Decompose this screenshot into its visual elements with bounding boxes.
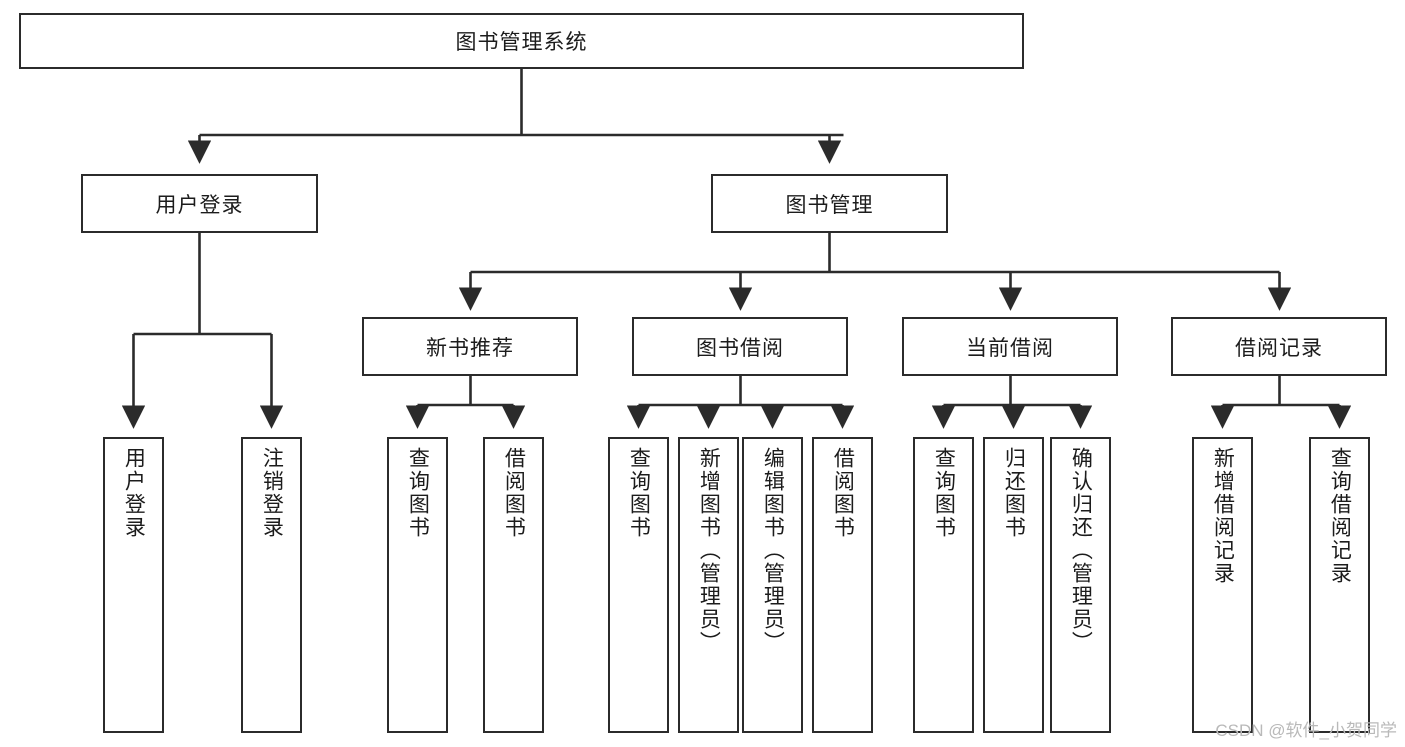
leaf-bb-query-book-label: 查询图书 [627, 447, 651, 539]
leaf-bb-query-book[interactable]: 查询图书 [608, 437, 669, 733]
leaf-logout[interactable]: 注销登录 [241, 437, 302, 733]
leaf-br-query-record[interactable]: 查询借阅记录 [1309, 437, 1370, 733]
node-book-borrow[interactable]: 图书借阅 [632, 317, 848, 376]
leaf-cb-query-book-label: 查询图书 [932, 447, 956, 539]
node-new-book-recommend-label: 新书推荐 [426, 336, 514, 360]
node-new-book-recommend[interactable]: 新书推荐 [362, 317, 578, 376]
leaf-nb-query-book-label: 查询图书 [406, 447, 430, 539]
node-book-manage-label: 图书管理 [785, 193, 874, 217]
leaf-cb-query-book[interactable]: 查询图书 [913, 437, 974, 733]
node-user-login-label: 用户登录 [155, 193, 244, 217]
node-borrow-record-label: 借阅记录 [1235, 336, 1323, 360]
leaf-logout-label: 注销登录 [260, 447, 284, 539]
leaf-cb-confirm-return-label: 确认归还（管理员） [1069, 447, 1093, 654]
leaf-bb-add-book-label: 新增图书（管理员） [697, 447, 721, 654]
leaf-user-login[interactable]: 用户登录 [103, 437, 164, 733]
leaf-bb-borrow-book-label: 借阅图书 [831, 447, 855, 539]
leaf-nb-query-book[interactable]: 查询图书 [387, 437, 448, 733]
leaf-bb-add-book[interactable]: 新增图书（管理员） [678, 437, 739, 733]
node-current-borrow[interactable]: 当前借阅 [902, 317, 1118, 376]
leaf-br-add-record[interactable]: 新增借阅记录 [1192, 437, 1253, 733]
leaf-cb-return-book[interactable]: 归还图书 [983, 437, 1044, 733]
leaf-bb-edit-book[interactable]: 编辑图书（管理员） [742, 437, 803, 733]
node-borrow-record[interactable]: 借阅记录 [1171, 317, 1387, 376]
leaf-br-add-record-label: 新增借阅记录 [1211, 447, 1235, 585]
leaf-cb-confirm-return[interactable]: 确认归还（管理员） [1050, 437, 1111, 733]
leaf-nb-borrow-book-label: 借阅图书 [502, 447, 526, 539]
node-book-borrow-label: 图书借阅 [696, 336, 784, 360]
node-root-label: 图书管理系统 [455, 31, 588, 54]
node-user-login[interactable]: 用户登录 [81, 174, 318, 233]
leaf-user-login-label: 用户登录 [122, 447, 146, 539]
leaf-bb-borrow-book[interactable]: 借阅图书 [812, 437, 873, 733]
node-current-borrow-label: 当前借阅 [966, 336, 1054, 360]
leaf-cb-return-book-label: 归还图书 [1002, 447, 1026, 539]
node-root[interactable]: 图书管理系统 [19, 13, 1024, 69]
leaf-bb-edit-book-label: 编辑图书（管理员） [761, 447, 785, 654]
node-book-manage[interactable]: 图书管理 [711, 174, 948, 233]
leaf-nb-borrow-book[interactable]: 借阅图书 [483, 437, 544, 733]
leaf-br-query-record-label: 查询借阅记录 [1328, 447, 1352, 585]
